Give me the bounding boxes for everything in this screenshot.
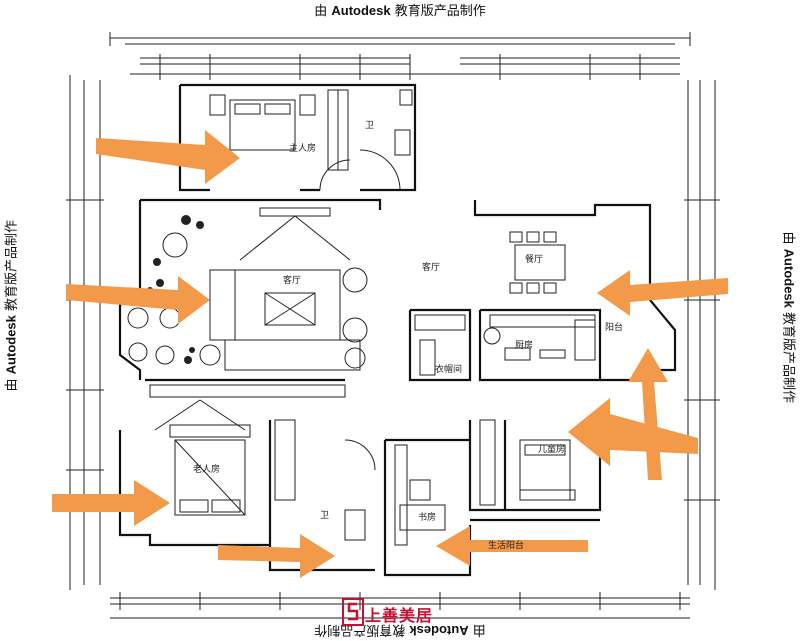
dimension-lines-top — [109, 32, 691, 80]
label-balcony-2: 阳台 — [605, 321, 623, 333]
label-dining-room: 餐厅 — [525, 253, 543, 265]
label-bathroom-2: 卫 — [320, 511, 329, 521]
logo-text: 上善美居 — [365, 606, 434, 625]
watermark-top: 由 Autodesk 教育版产品制作 — [314, 3, 486, 19]
arrow-right-bedroom — [568, 398, 698, 466]
label-study: 书房 — [418, 511, 436, 523]
label-bedroom-2: 儿童房 — [538, 443, 565, 455]
logo-mark — [342, 598, 364, 626]
label-cloakroom: 衣帽间 — [435, 363, 462, 375]
label-bathroom-1: 卫 — [365, 121, 374, 131]
arrows — [52, 130, 728, 578]
label-kitchen: 厨房 — [515, 339, 533, 351]
arrow-kitchen-up — [628, 348, 668, 480]
arrow-study — [436, 526, 588, 566]
arrow-bathroom — [218, 534, 335, 578]
arrow-left-bedroom — [52, 480, 170, 526]
label-bedroom-3: 老人房 — [193, 463, 220, 475]
arrow-master-bedroom — [96, 130, 240, 184]
arrow-dining — [597, 270, 728, 316]
label-dining-room-2: 客厅 — [422, 261, 440, 273]
dimension-lines-bottom — [110, 592, 690, 619]
label-master-bedroom: 主人房 — [289, 142, 316, 154]
label-living-room: 客厅 — [283, 274, 301, 286]
label-balcony: 生活阳台 — [488, 539, 524, 551]
arrow-living-room — [66, 276, 210, 324]
furniture — [127, 89, 596, 546]
